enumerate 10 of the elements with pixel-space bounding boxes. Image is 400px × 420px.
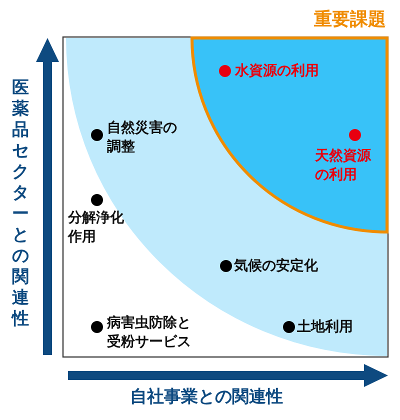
issue-label: 水資源の利用 <box>235 62 320 81</box>
issue-label: 天然資源の利用 <box>315 147 372 185</box>
issue-label: 土地利用 <box>297 318 354 337</box>
axis-title: 自社事業との関連性 <box>130 386 283 409</box>
issue-label: 自然災害の調整 <box>107 119 178 157</box>
issue-label: 分解浄化作用 <box>68 209 125 247</box>
issue-label: 気候の安定化 <box>234 257 319 276</box>
zone-heading: 重要課題 <box>313 8 386 31</box>
axis-title: 医薬品セクターとの関連性 <box>11 78 30 330</box>
issue-label: 病害虫防除と受粉サービス <box>107 314 192 352</box>
